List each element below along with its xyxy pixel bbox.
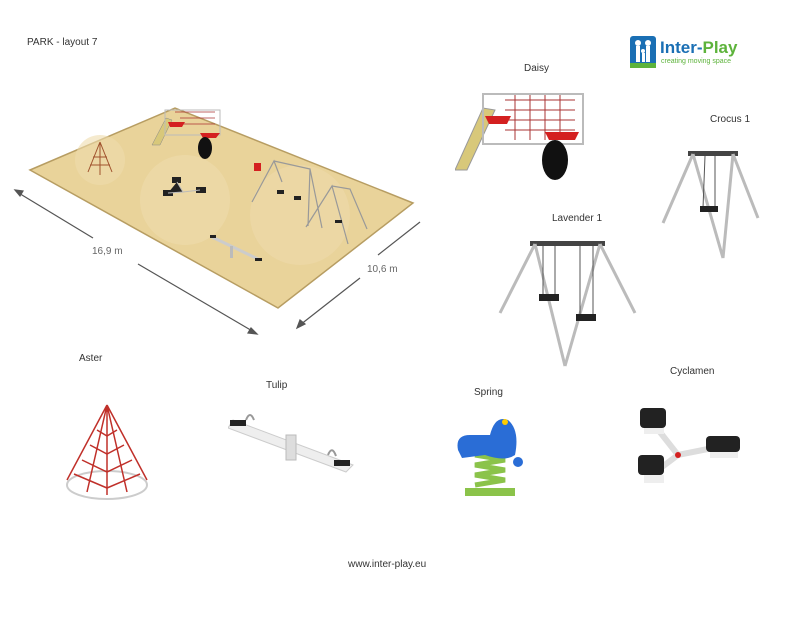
tulip-mini xyxy=(210,235,262,262)
logo-tagline: creating moving space xyxy=(661,58,732,65)
footer-url[interactable]: www.inter-play.eu xyxy=(348,559,427,570)
aster-image xyxy=(66,404,148,500)
lavender-image xyxy=(498,241,637,367)
width-dimension: 10,6 m xyxy=(367,264,398,275)
aster-mini xyxy=(87,141,113,175)
daisy-image xyxy=(455,93,584,180)
tulip-label: Tulip xyxy=(266,380,288,391)
daisy-label: Daisy xyxy=(524,63,550,74)
spring-image xyxy=(457,419,523,496)
spring-mini xyxy=(254,163,261,171)
family-icon xyxy=(630,36,656,68)
spring-label: Spring xyxy=(474,387,503,398)
swings-mini xyxy=(251,159,368,245)
dimension-arrows xyxy=(13,189,421,335)
park-plan xyxy=(13,107,421,335)
aster-label: Aster xyxy=(79,353,103,364)
cyclamen-label: Cyclamen xyxy=(670,366,715,377)
cyclamen-image xyxy=(638,408,740,483)
logo-name-1: Inter- xyxy=(660,38,703,57)
crocus-label: Crocus 1 xyxy=(710,114,751,125)
logo-name-2: Play xyxy=(702,38,738,57)
inter-play-logo[interactable]: Inter-Play creating moving space xyxy=(630,36,760,72)
page-title: PARK - layout 7 xyxy=(27,37,98,48)
daisy-mini xyxy=(151,109,221,159)
lavender-label: Lavender 1 xyxy=(552,213,603,224)
cyclamen-mini xyxy=(163,177,206,196)
length-dimension: 16,9 m xyxy=(92,246,123,257)
tulip-image xyxy=(228,414,354,473)
crocus-image xyxy=(661,151,760,259)
